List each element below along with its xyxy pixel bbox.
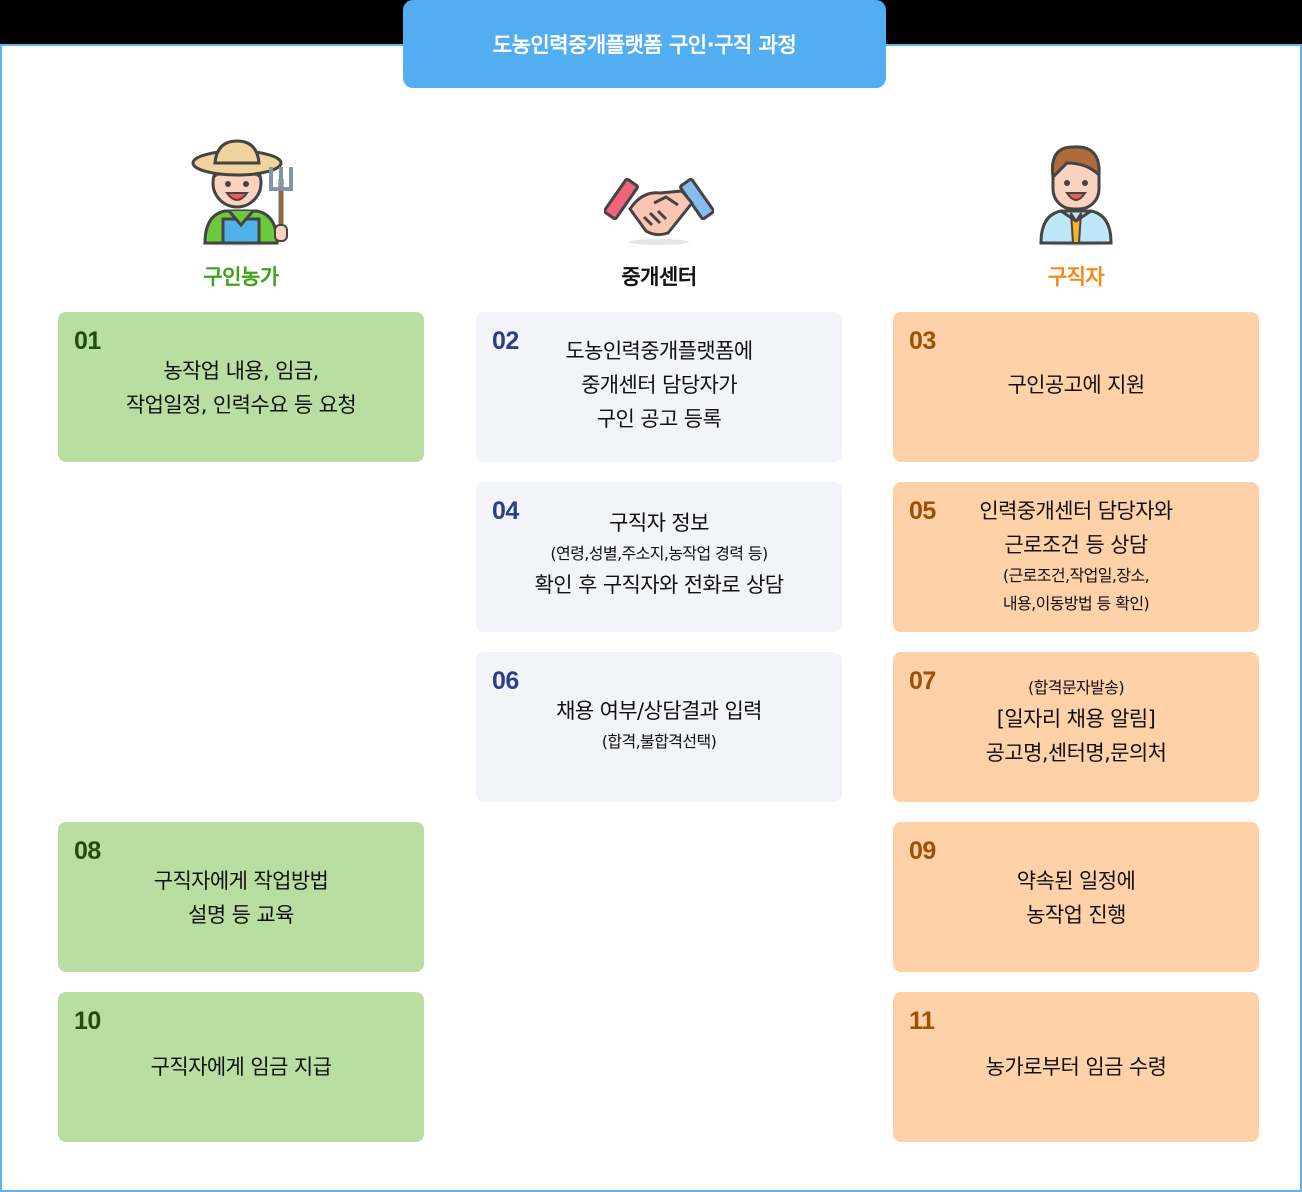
step-number: 05 [909, 497, 936, 525]
step-number: 02 [492, 327, 519, 355]
step-text: 채용 여부/상담결과 입력 (합격,불합격선택) [556, 699, 762, 751]
step-text: 인력중개센터 담당자와 근로조건 등 상담 (근로조건,작업일,장소, 내용,이… [979, 499, 1173, 613]
diagram-title: 도농인력중개플랫폼 구인·구직 과정 [403, 0, 886, 88]
step-number: 09 [909, 837, 936, 865]
step-card-11: 11 농가로부터 임금 수령 [893, 992, 1259, 1142]
step-number: 01 [74, 327, 101, 355]
step-card-05: 05 인력중개센터 담당자와 근로조건 등 상담 (근로조건,작업일,장소, 내… [893, 482, 1259, 632]
step-text: 구직자 정보 (연령,성별,주소지,농작업 경력 등) 확인 후 구직자와 전화… [534, 511, 785, 597]
handshake-icon [476, 127, 842, 247]
farmer-icon [58, 127, 424, 247]
column-head-center: 중개센터 [476, 127, 842, 291]
step-number: 03 [909, 327, 936, 355]
step-card-07: 07 (합격문자발송) [일자리 채용 알림] 공고명,센터명,문의처 [893, 652, 1259, 802]
step-number: 10 [74, 1007, 101, 1035]
step-card-03: 03 구인공고에 지원 [893, 312, 1259, 462]
step-card-01: 01 농작업 내용, 임금, 작업일정, 인력수요 등 요청 [58, 312, 424, 462]
step-number: 11 [909, 1007, 935, 1035]
step-text: (합격문자발송) [일자리 채용 알림] 공고명,센터명,문의처 [985, 678, 1167, 765]
step-text: 구인공고에 지원 [1007, 373, 1145, 397]
step-text: 구직자에게 작업방법 설명 등 교육 [153, 869, 329, 927]
step-text: 약속된 일정에 농작업 진행 [1016, 869, 1136, 927]
step-number: 07 [909, 667, 936, 695]
column-label-center: 중개센터 [621, 265, 697, 289]
step-card-10: 10 구직자에게 임금 지급 [58, 992, 424, 1142]
step-text: 농가로부터 임금 수령 [985, 1055, 1167, 1079]
step-number: 04 [492, 497, 519, 525]
step-card-02: 02 도농인력중개플랫폼에 중개센터 담당자가 구인 공고 등록 [476, 312, 842, 462]
step-card-09: 09 약속된 일정에 농작업 진행 [893, 822, 1259, 972]
step-text: 구직자에게 임금 지급 [150, 1055, 332, 1079]
step-number: 08 [74, 837, 101, 865]
step-text: 도농인력중개플랫폼에 중개센터 담당자가 구인 공고 등록 [565, 339, 753, 431]
step-card-06: 06 채용 여부/상담결과 입력 (합격,불합격선택) [476, 652, 842, 802]
column-head-farm: 구인농가 [58, 127, 424, 291]
title-text: 도농인력중개플랫폼 구인·구직 과정 [492, 33, 797, 57]
job-seeker-icon [893, 127, 1259, 247]
step-card-08: 08 구직자에게 작업방법 설명 등 교육 [58, 822, 424, 972]
column-label-seeker: 구직자 [1047, 265, 1105, 289]
step-card-04: 04 구직자 정보 (연령,성별,주소지,농작업 경력 등) 확인 후 구직자와… [476, 482, 842, 632]
step-number: 06 [492, 667, 519, 695]
column-label-farm: 구인농가 [203, 265, 279, 289]
column-head-seeker: 구직자 [893, 127, 1259, 291]
step-text: 농작업 내용, 임금, 작업일정, 인력수요 등 요청 [125, 359, 357, 417]
